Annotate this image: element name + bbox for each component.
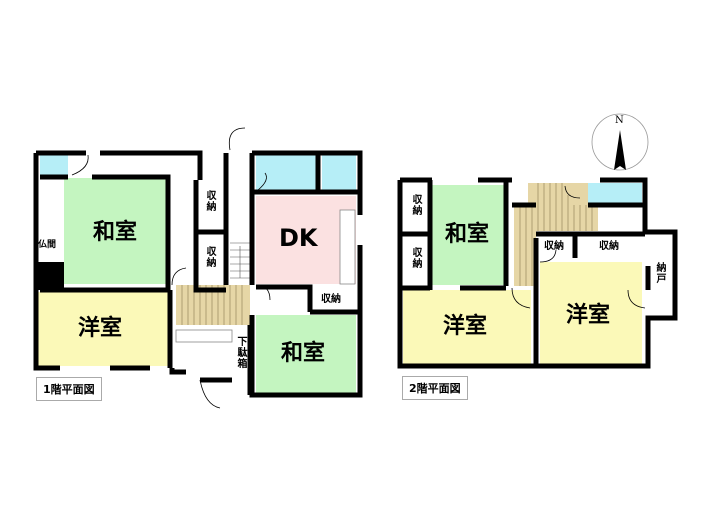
f1-washitsu-a-label: 和室 xyxy=(93,220,138,245)
f2-storage-4-label: 収納 xyxy=(599,241,619,252)
f1-washitsu-b-area xyxy=(256,315,356,393)
f1-yoshitsu-label: 洋室 xyxy=(78,316,123,341)
f2-toilet xyxy=(588,183,642,203)
f2-yoshitsu-b-label: 洋室 xyxy=(566,303,611,328)
f2-storage-1-label: 収納 xyxy=(410,194,421,216)
compass-north-label: N xyxy=(615,115,624,126)
f1-washitsu-a-area xyxy=(64,178,168,284)
f2-storage-3-label: 収納 xyxy=(544,241,564,252)
compass-icon xyxy=(591,113,649,171)
f1-caption: 1階平面図 xyxy=(36,377,102,401)
f2-nando-label: 納戸 xyxy=(654,262,665,284)
f1-dk-label: DK xyxy=(279,224,318,252)
f1-yoshitsu-area xyxy=(38,292,168,366)
f2-planks xyxy=(519,183,593,286)
f2-caption: 2階平面図 xyxy=(402,376,468,400)
f1-storage-3-label: 収納 xyxy=(321,294,341,305)
f1-stairs xyxy=(230,242,250,279)
f1-kitchen-counter xyxy=(339,209,356,285)
f2-storage-2-label: 収納 xyxy=(410,247,421,269)
f2-door-arcs xyxy=(511,185,646,309)
f2-walls xyxy=(397,177,678,369)
f1-walls xyxy=(33,150,363,398)
f2-washitsu-label: 和室 xyxy=(445,222,490,247)
f1-storage-2-label: 収納 xyxy=(204,246,215,268)
f2-washitsu-area xyxy=(432,185,506,285)
f1-butsuma-label: 仏間 xyxy=(38,240,57,250)
f1-washroom xyxy=(256,155,316,190)
f1-bath xyxy=(322,155,356,190)
f2-yoshitsu-a-area xyxy=(403,290,531,366)
f1-getabako-label: 下駄箱 xyxy=(235,336,246,369)
f1-dk-area xyxy=(256,196,356,284)
f1-storage-1-label: 収納 xyxy=(204,190,215,212)
f1-door-arcs xyxy=(71,127,271,409)
f2-stairs-b xyxy=(528,183,598,231)
f1-washitsu-b-label: 和室 xyxy=(281,341,326,366)
f1-entrance-step xyxy=(175,329,233,343)
f2-yoshitsu-b-area xyxy=(540,262,642,366)
f2-yoshitsu-a-label: 洋室 xyxy=(443,314,488,339)
f1-butsudan xyxy=(34,262,64,290)
f1-toilet xyxy=(40,155,68,175)
